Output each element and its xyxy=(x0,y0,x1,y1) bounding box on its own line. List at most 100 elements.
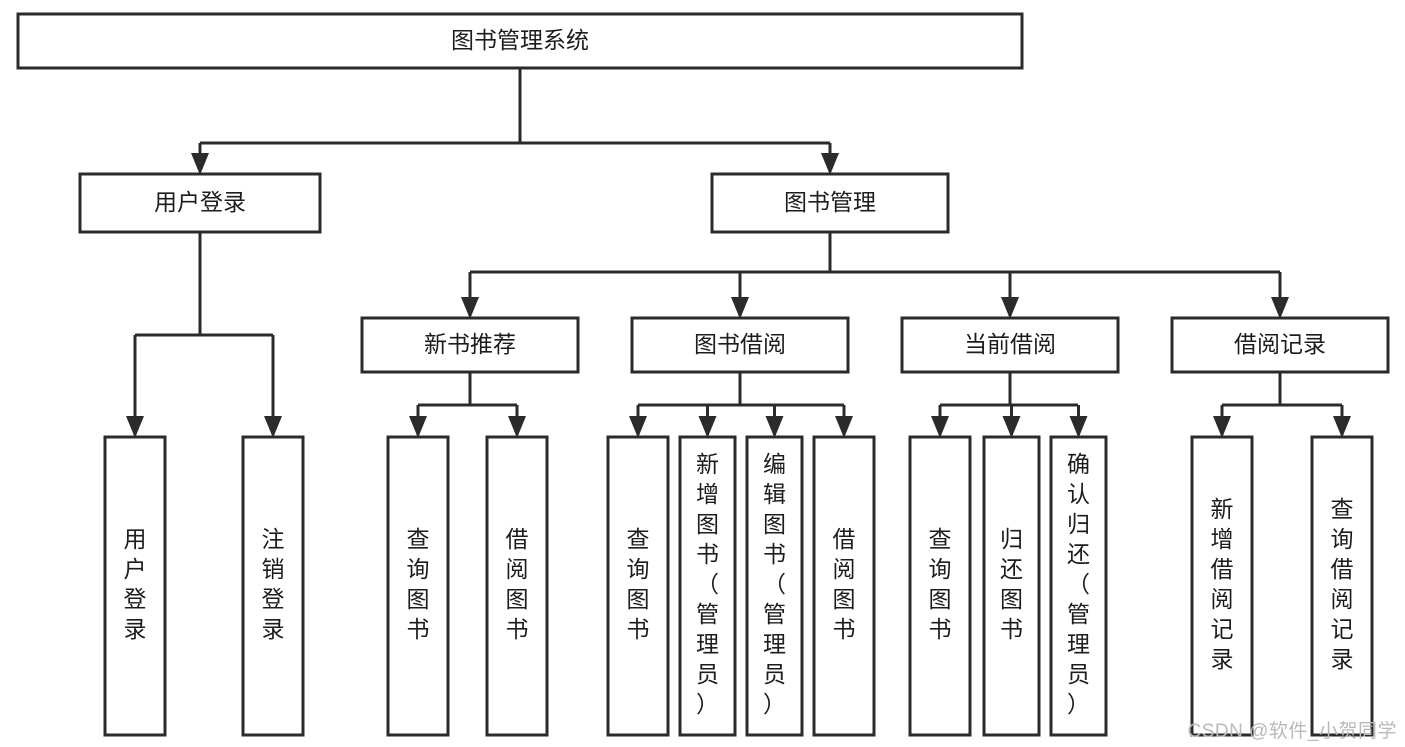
connector-edge xyxy=(931,405,949,438)
node-label: 借阅图书 xyxy=(833,526,856,642)
node-current-borrow[interactable]: 当前借阅 xyxy=(900,316,1120,374)
arrowhead xyxy=(191,153,209,175)
node-leaf-cb-return[interactable]: 归还图书 xyxy=(982,435,1041,737)
node-box xyxy=(485,435,549,737)
node-layer: 图书管理系统用户登录图书管理新书推荐图书借阅当前借阅借阅记录用户登录注销登录查询… xyxy=(16,12,1390,737)
arrowhead xyxy=(508,416,526,438)
node-box xyxy=(710,172,950,234)
connector-bus xyxy=(135,232,273,337)
connector-edge xyxy=(1213,405,1231,438)
connector-edge xyxy=(1069,405,1088,438)
node-leaf-bb-add[interactable]: 新增图书（管理员） xyxy=(678,435,737,737)
node-leaf-rec-borrow[interactable]: 借阅图书 xyxy=(485,435,549,737)
connector-edge xyxy=(1271,272,1289,319)
connector-edge xyxy=(264,335,282,438)
arrowhead xyxy=(1002,416,1021,438)
connector-edge xyxy=(698,405,717,438)
node-box xyxy=(386,435,450,737)
node-label: 用户登录 xyxy=(154,189,246,215)
node-box xyxy=(606,435,670,737)
connector-bus xyxy=(418,372,517,407)
arrowhead xyxy=(1271,297,1289,319)
arrowhead xyxy=(821,153,839,175)
node-user-login[interactable]: 用户登录 xyxy=(78,172,322,234)
connector-bus xyxy=(940,372,1078,407)
node-box xyxy=(630,316,850,374)
connector-bus xyxy=(1222,372,1342,407)
node-borrow-record[interactable]: 借阅记录 xyxy=(1170,316,1390,374)
arrowhead xyxy=(1213,416,1231,438)
node-leaf-bb-query[interactable]: 查询图书 xyxy=(606,435,670,737)
node-leaf-br-query[interactable]: 查询借阅记录 xyxy=(1310,435,1374,737)
connector-edge xyxy=(126,335,144,438)
connector-edge xyxy=(629,405,647,438)
node-label: 查询图书 xyxy=(407,526,430,642)
node-leaf-cb-confirm[interactable]: 确认归还（管理员） xyxy=(1049,435,1108,737)
connector-edge xyxy=(835,405,853,438)
node-box xyxy=(908,435,972,737)
node-label: 当前借阅 xyxy=(964,331,1056,357)
arrowhead xyxy=(931,416,949,438)
node-leaf-rec-query[interactable]: 查询图书 xyxy=(386,435,450,737)
connector-layer xyxy=(126,68,1351,438)
node-label: 查询图书 xyxy=(627,526,650,642)
node-label: 查询借阅记录 xyxy=(1331,496,1354,672)
node-box xyxy=(1190,435,1254,737)
arrowhead xyxy=(1069,416,1088,438)
node-label: 用户登录 xyxy=(124,526,147,642)
node-box xyxy=(16,12,1024,70)
node-new-book-rec[interactable]: 新书推荐 xyxy=(360,316,580,374)
node-root[interactable]: 图书管理系统 xyxy=(16,12,1024,70)
node-box xyxy=(1049,435,1108,737)
connector-edge xyxy=(409,405,427,438)
node-book-borrow[interactable]: 图书借阅 xyxy=(630,316,850,374)
node-label: 确认归还（管理员） xyxy=(1067,451,1090,717)
arrowhead xyxy=(698,416,717,438)
node-book-manage[interactable]: 图书管理 xyxy=(710,172,950,234)
connector-edge xyxy=(1002,405,1021,438)
connector-bus xyxy=(638,372,844,407)
arrowhead xyxy=(765,416,784,438)
node-box xyxy=(745,435,804,737)
arrowhead xyxy=(835,416,853,438)
connector-bus xyxy=(470,232,1280,274)
connector-edge xyxy=(1333,405,1351,438)
arrowhead xyxy=(1001,297,1019,319)
node-label: 图书管理系统 xyxy=(451,27,589,53)
node-label: 借阅记录 xyxy=(1234,331,1326,357)
connector-edge xyxy=(731,272,749,319)
node-box xyxy=(241,435,305,737)
node-label: 图书借阅 xyxy=(694,331,786,357)
node-box xyxy=(812,435,876,737)
connector-edge xyxy=(765,405,784,438)
node-box xyxy=(1310,435,1374,737)
connector-edge xyxy=(508,405,526,438)
node-box xyxy=(900,316,1120,374)
node-leaf-br-add[interactable]: 新增借阅记录 xyxy=(1190,435,1254,737)
node-leaf-user-logout[interactable]: 注销登录 xyxy=(241,435,305,737)
node-label: 新增借阅记录 xyxy=(1211,496,1234,672)
node-label: 归还图书 xyxy=(1000,526,1023,642)
node-label: 查询图书 xyxy=(929,526,952,642)
arrowhead xyxy=(1333,416,1351,438)
node-leaf-bb-edit[interactable]: 编辑图书（管理员） xyxy=(745,435,804,737)
arrowhead xyxy=(461,297,479,319)
node-leaf-user-login[interactable]: 用户登录 xyxy=(103,435,167,737)
node-label: 借阅图书 xyxy=(506,526,529,642)
arrowhead xyxy=(629,416,647,438)
node-leaf-cb-query[interactable]: 查询图书 xyxy=(908,435,972,737)
node-box xyxy=(103,435,167,737)
connector-edge xyxy=(1001,272,1019,319)
node-box xyxy=(78,172,322,234)
connector-edge xyxy=(821,143,839,175)
node-leaf-bb-borrow[interactable]: 借阅图书 xyxy=(812,435,876,737)
node-box xyxy=(1170,316,1390,374)
node-label: 新增图书（管理员） xyxy=(696,451,719,717)
arrowhead xyxy=(264,416,282,438)
connector-edge xyxy=(191,143,209,175)
connector-bus xyxy=(200,68,830,145)
arrowhead xyxy=(731,297,749,319)
node-box xyxy=(360,316,580,374)
